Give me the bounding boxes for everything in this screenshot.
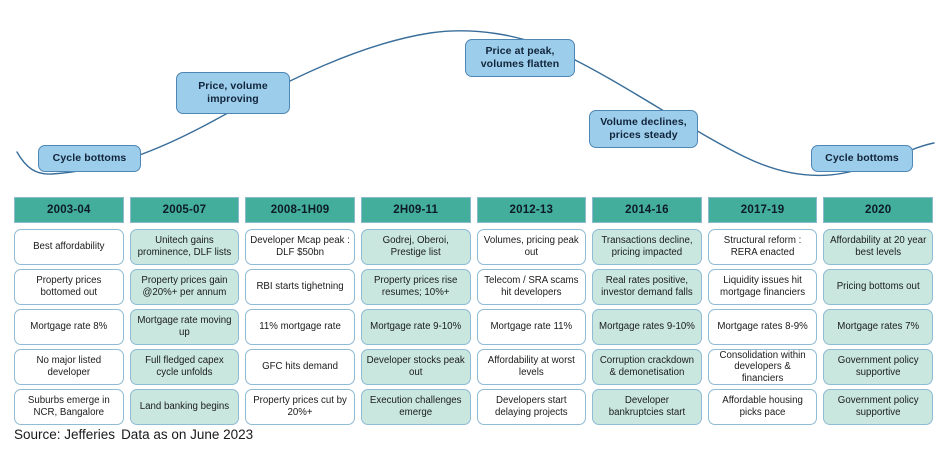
- table-cell: Government policy supportive: [823, 349, 933, 385]
- callout-label: Cycle bottoms: [825, 152, 899, 164]
- callout-line-1: Price at peak,: [485, 45, 555, 57]
- table-cell: Developer stocks peak out: [360, 349, 471, 385]
- column-header: 2008-1H09: [245, 197, 355, 223]
- callout-cycle-bottoms-left: Cycle bottoms: [38, 145, 141, 172]
- table-cell: Property prices cut by 20%+: [245, 389, 355, 425]
- column-header: 2H09-11: [360, 197, 471, 223]
- table-cell: Pricing bottoms out: [823, 269, 933, 305]
- table-cell: Mortgage rates 8-9%: [707, 309, 818, 345]
- table-cell: Consolidation within developers & financ…: [707, 349, 818, 385]
- table-cell: Property prices rise resumes; 10%+: [360, 269, 471, 305]
- table-cell: Developer bankruptcies start: [592, 389, 702, 425]
- table-cell: No major listed developer: [14, 349, 124, 385]
- source-note: Source: Jefferies Data as on June 2023: [14, 427, 253, 442]
- table-cell: Mortgage rates 9-10%: [592, 309, 702, 345]
- table-cell: Telecom / SRA scams hit developers: [476, 269, 587, 305]
- column-header: 2014-16: [592, 197, 702, 223]
- table-cell: Volumes, pricing peak out: [476, 229, 587, 265]
- cycle-wave-diagram: Cycle bottoms Price, volume improving Pr…: [0, 0, 947, 195]
- table-cell: Liquidity issues hit mortgage financiers: [707, 269, 818, 305]
- callout-price-at-peak: Price at peak, volumes flatten: [465, 39, 575, 77]
- table-cell: Unitech gains prominence, DLF lists: [129, 229, 240, 265]
- table-cell: Corruption crackdown & demonetisation: [592, 349, 702, 385]
- table-cell: Mortgage rate 9-10%: [360, 309, 471, 345]
- table-cell: Property prices bottomed out: [14, 269, 124, 305]
- table-cell: Developer Mcap peak : DLF $50bn: [245, 229, 355, 265]
- table-cell: Affordability at 20 year best levels: [823, 229, 933, 265]
- table-cell: Mortgage rates 7%: [823, 309, 933, 345]
- table-cell: Suburbs emerge in NCR, Bangalore: [14, 389, 124, 425]
- callout-line-2: volumes flatten: [480, 58, 560, 70]
- table-cell: Mortgage rate 11%: [476, 309, 587, 345]
- table-cell: Property prices gain @20%+ per annum: [129, 269, 240, 305]
- table-cell: Government policy supportive: [823, 389, 933, 425]
- table-cell: GFC hits demand: [245, 349, 355, 385]
- source-label: Source: Jefferies: [14, 427, 116, 442]
- table-cell: Developers start delaying projects: [476, 389, 587, 425]
- table-cell: Affordable housing picks pace: [707, 389, 818, 425]
- table-cell: Transactions decline, pricing impacted: [592, 229, 702, 265]
- table-cell: Structural reform : RERA enacted: [707, 229, 818, 265]
- column-header: 2005-07: [129, 197, 240, 223]
- column-header: 2003-04: [14, 197, 124, 223]
- table-cell: Mortgage rate moving up: [129, 309, 240, 345]
- callout-volume-declines: Volume declines, prices steady: [589, 110, 698, 148]
- callout-line-2: improving: [207, 93, 259, 105]
- callout-line-1: Price, volume: [198, 80, 268, 92]
- table-cell: RBI starts tighetning: [245, 269, 355, 305]
- table-cell: Best affordability: [14, 229, 124, 265]
- table-cell: 11% mortgage rate: [245, 309, 355, 345]
- callout-label: Cycle bottoms: [52, 152, 127, 164]
- cycle-wave-curve: [16, 30, 935, 177]
- column-header: 2020: [823, 197, 933, 223]
- callout-line-2: prices steady: [609, 129, 678, 141]
- column-header: 2017-19: [707, 197, 818, 223]
- table-cell: Godrej, Oberoi, Prestige list: [360, 229, 471, 265]
- table-cell: Execution challenges emerge: [360, 389, 471, 425]
- table-cell: Land banking begins: [129, 389, 240, 425]
- table-cell: Mortgage rate 8%: [14, 309, 124, 345]
- table-cell: Real rates positive, investor demand fal…: [592, 269, 702, 305]
- table-cell: Full fledged capex cycle unfolds: [129, 349, 240, 385]
- table-cell: Affordability at worst levels: [476, 349, 587, 385]
- source-date-note: Data as on June 2023: [121, 427, 254, 442]
- column-header: 2012-13: [476, 197, 587, 223]
- callout-line-1: Volume declines,: [600, 116, 687, 128]
- callout-price-volume-improving: Price, volume improving: [176, 72, 290, 114]
- callout-cycle-bottoms-right: Cycle bottoms: [811, 145, 913, 172]
